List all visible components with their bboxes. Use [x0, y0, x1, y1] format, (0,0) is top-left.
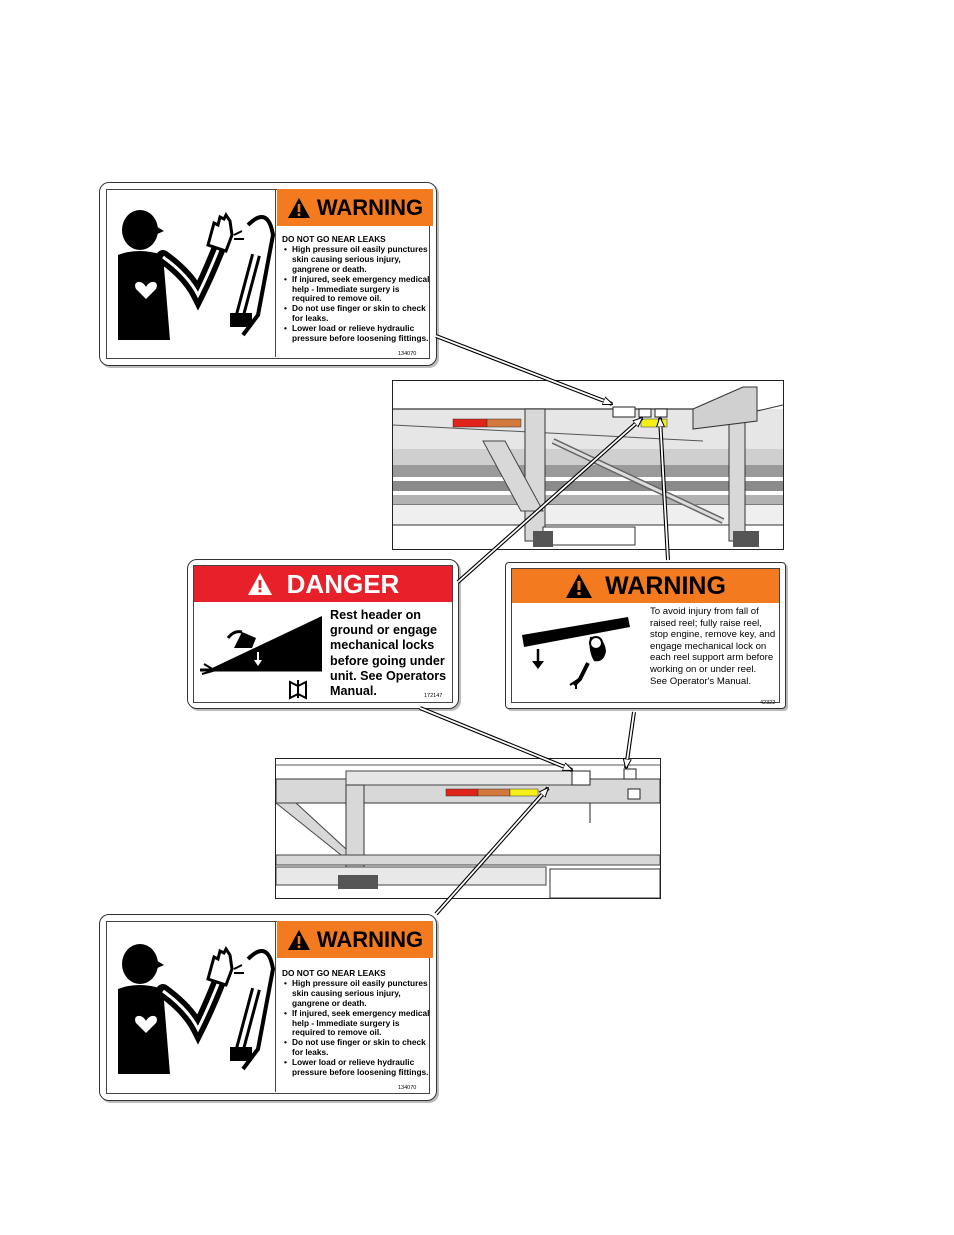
part-number: 134070: [398, 351, 417, 357]
falling-reel-pictogram: [522, 617, 630, 689]
reflector-red: [445, 788, 479, 797]
reflector-amber: [486, 418, 522, 428]
warning-bullet: Do not use finger or skin to check for l…: [282, 1037, 432, 1058]
part-number: 42322: [760, 700, 776, 706]
warning-reel-instructions: To avoid injury from fall of raised reel…: [650, 606, 776, 675]
warning-text: DO NOT GO NEAR LEAKS High pressure oil e…: [282, 234, 432, 344]
reflector-amber: [477, 788, 511, 797]
hydraulic-leak-pictogram: [118, 210, 276, 340]
header-diagram-bottom: [275, 758, 661, 899]
warning-header: WARNING: [512, 569, 779, 603]
warning-bullet: Do not use finger or skin to check for l…: [282, 303, 432, 324]
signal-word: WARNING: [316, 926, 424, 952]
warning-bullet: High pressure oil easily punctures skin …: [282, 978, 432, 1009]
warning-heading: DO NOT GO NEAR LEAKS: [282, 234, 386, 244]
warning-decal-reel: WARNING To avoid injury from fall of rai…: [505, 562, 786, 709]
part-number: 134070: [398, 1085, 417, 1091]
reflector-yellow: [640, 418, 668, 428]
hydraulic-leak-pictogram: [118, 944, 276, 1074]
alert-triangle-icon: [287, 929, 310, 950]
warning-text: DO NOT GO NEAR LEAKS High pressure oil e…: [282, 968, 432, 1078]
danger-header: DANGER: [194, 566, 452, 602]
warning-heading: DO NOT GO NEAR LEAKS: [282, 968, 386, 978]
alert-triangle-icon: [287, 197, 310, 218]
warning-header: WARNING: [277, 921, 433, 958]
signal-word: DANGER: [286, 568, 400, 599]
alert-triangle-icon: [566, 574, 593, 598]
reflector-red: [452, 418, 488, 428]
warning-bullet: Lower load or relieve hydraulic pressure…: [282, 323, 432, 344]
warning-header: WARNING: [277, 189, 433, 226]
warning-bullet: If injured, seek emergency medical help …: [282, 1008, 432, 1039]
manual-reference: See Operator's Manual.: [650, 675, 752, 687]
warning-decal-leaks-top: WARNING DO NOT GO NEAR LEAKS High pressu…: [99, 182, 437, 366]
signal-word: WARNING: [316, 194, 424, 220]
part-number: 172147: [424, 693, 443, 699]
danger-message: Rest header on ground or engage mechanic…: [330, 608, 447, 699]
warning-bullet: High pressure oil easily punctures skin …: [282, 244, 432, 275]
crush-hazard-pictogram: [200, 616, 322, 700]
warning-reel-message: To avoid injury from fall of raised reel…: [650, 606, 780, 687]
warning-bullet: Lower load or relieve hydraulic pressure…: [282, 1057, 432, 1078]
warning-bullet: If injured, seek emergency medical help …: [282, 274, 432, 305]
alert-triangle-icon: [247, 573, 272, 595]
header-diagram-top: [392, 380, 784, 550]
warning-decal-leaks-bottom: WARNING DO NOT GO NEAR LEAKS High pressu…: [99, 914, 437, 1101]
signal-word: WARNING: [605, 571, 726, 600]
reflector-yellow: [509, 788, 539, 797]
danger-decal: DANGER Rest header on ground or engage m…: [187, 559, 459, 709]
